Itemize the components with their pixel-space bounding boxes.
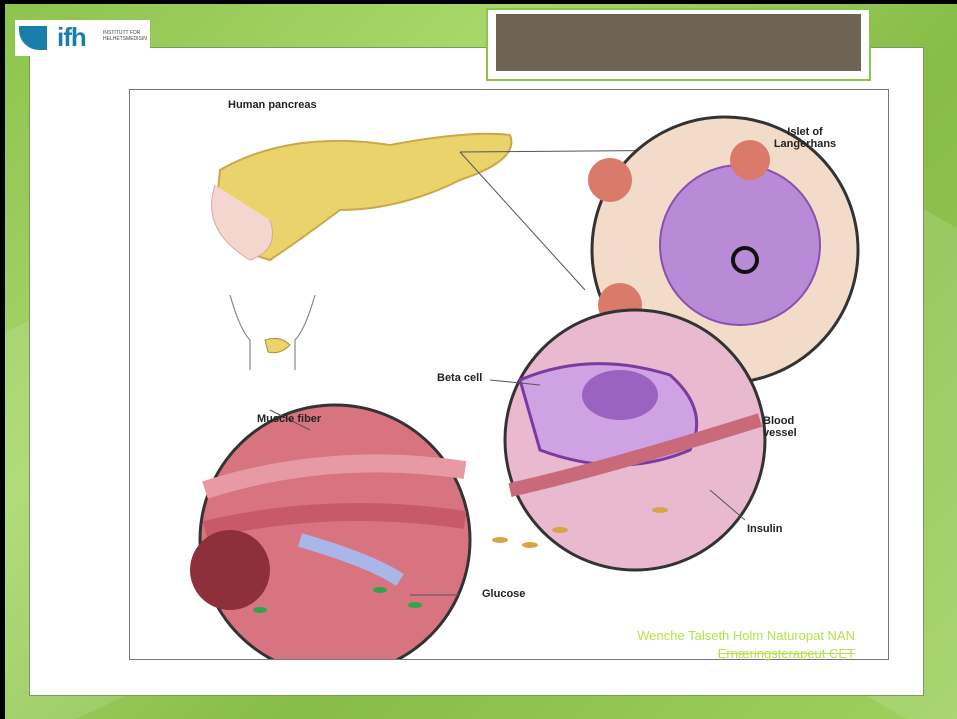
label-islet: Islet of Langerhans xyxy=(760,126,850,150)
vessel-cross-section xyxy=(190,530,270,610)
glucose-particle xyxy=(253,607,267,613)
insulin-particle xyxy=(522,542,538,548)
body-outline xyxy=(230,295,315,370)
glucose-particle xyxy=(373,587,387,593)
small-pancreas-icon xyxy=(265,338,290,352)
footer-title: Ernæringsterapeut CET xyxy=(565,645,855,663)
acinus xyxy=(588,158,632,202)
label-muscle-fiber: Muscle fiber xyxy=(257,413,321,425)
slide: ifh INSTITUTT FOR HELHETSMEDISIN xyxy=(5,4,957,719)
label-human-pancreas: Human pancreas xyxy=(228,99,317,111)
logo-text: ifh xyxy=(57,22,86,53)
logo-mark-icon xyxy=(19,26,47,50)
title-fill xyxy=(496,14,861,71)
islet-cells xyxy=(660,165,820,325)
insulin-particle xyxy=(652,507,668,513)
label-beta-cell: Beta cell xyxy=(437,372,482,384)
insulin-particle xyxy=(552,527,568,533)
logo-subtitle: INSTITUTT FOR HELHETSMEDISIN xyxy=(103,30,150,42)
nucleus xyxy=(582,370,658,420)
author-footer: Wenche Talseth Holm Naturopat NAN Ernæri… xyxy=(565,627,855,663)
label-blood-vessel: Blood vessel xyxy=(763,415,813,439)
connector-line xyxy=(460,152,585,290)
title-placeholder xyxy=(486,8,871,81)
pancreas-illustration: Human pancreas Islet of Langerhans Beta … xyxy=(129,89,889,660)
label-glucose: Glucose xyxy=(482,588,525,600)
glucose-particle xyxy=(408,602,422,608)
illustration-graphic xyxy=(130,90,888,659)
logo: ifh INSTITUTT FOR HELHETSMEDISIN xyxy=(15,20,150,56)
insulin-particle xyxy=(492,537,508,543)
label-insulin: Insulin xyxy=(747,523,782,535)
footer-author: Wenche Talseth Holm Naturopat NAN xyxy=(565,627,855,645)
